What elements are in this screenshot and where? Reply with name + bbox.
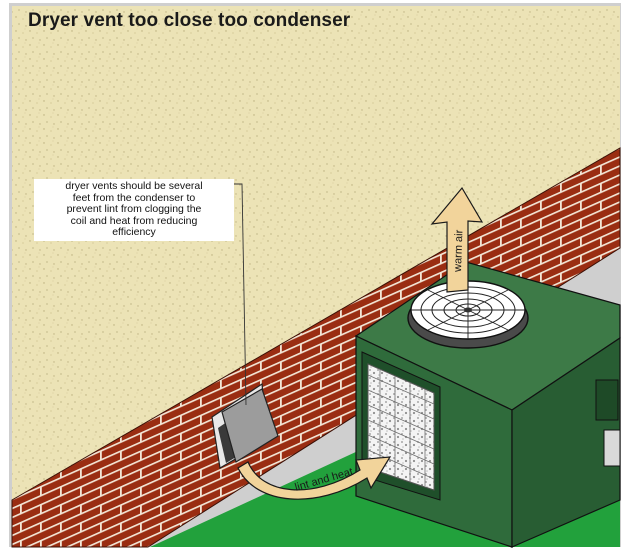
fan-guard xyxy=(408,281,528,348)
callout-text: dryer vents should be several feet from … xyxy=(34,179,234,241)
warm-air-label: warm air xyxy=(452,229,466,273)
page-title: Dryer vent too close too condenser xyxy=(28,10,350,32)
